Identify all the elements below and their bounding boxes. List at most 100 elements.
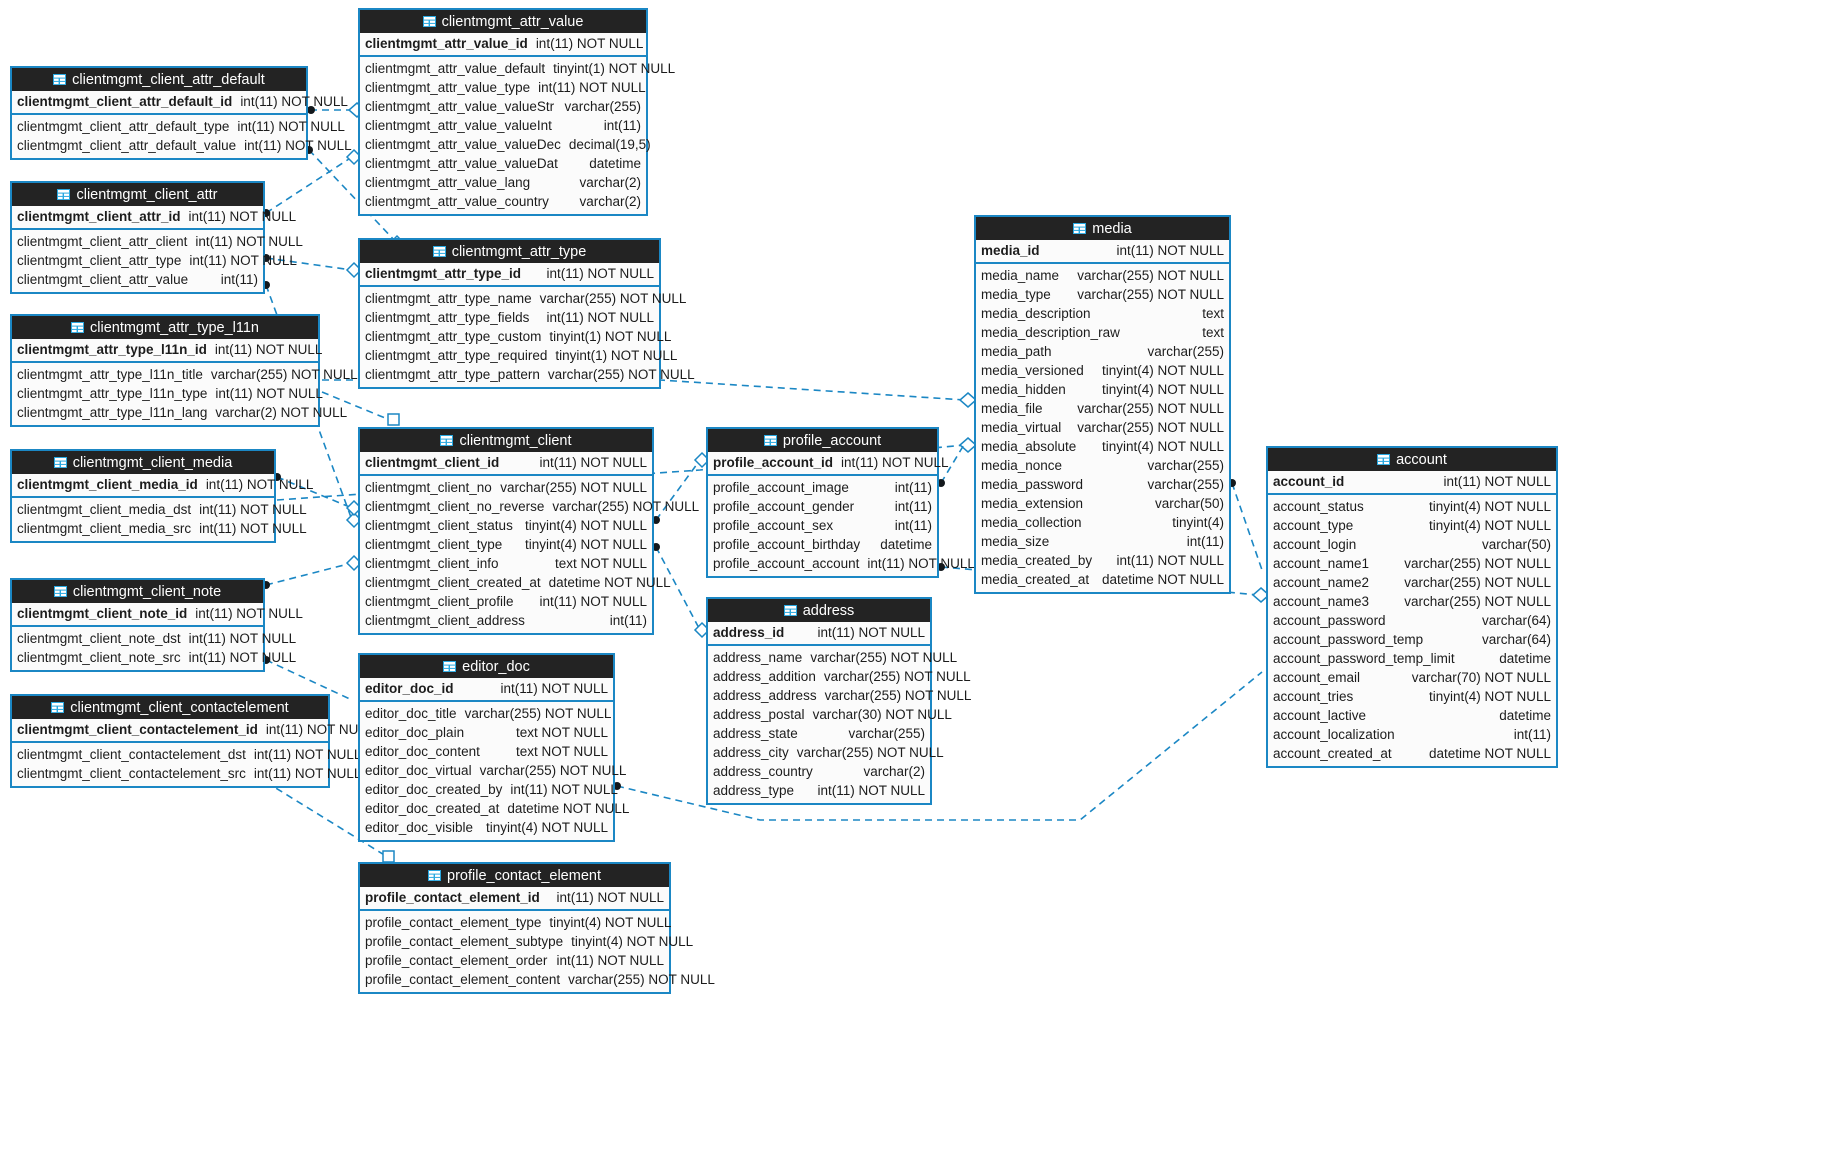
column-row[interactable]: media_sizeint(11) <box>976 532 1229 551</box>
entity-table-clientmgmt_client[interactable]: clientmgmt_clientclientmgmt_client_idint… <box>358 427 699 635</box>
primary-key-row[interactable]: clientmgmt_client_media_idint(11) NOT NU… <box>12 474 313 498</box>
column-row[interactable]: clientmgmt_attr_type_l11n_titlevarchar(2… <box>12 365 358 384</box>
column-row[interactable]: clientmgmt_attr_type_patternvarchar(255)… <box>360 365 695 384</box>
column-row[interactable]: media_description_rawtext <box>976 323 1229 342</box>
column-row[interactable]: clientmgmt_client_media_srcint(11) NOT N… <box>12 519 307 538</box>
column-row[interactable]: media_versionedtinyint(4) NOT NULL <box>976 361 1229 380</box>
column-row[interactable]: profile_account_birthdaydatetime <box>708 535 937 554</box>
column-row[interactable]: clientmgmt_attr_type_namevarchar(255) NO… <box>360 289 686 308</box>
column-row[interactable]: media_created_byint(11) NOT NULL <box>976 551 1229 570</box>
column-row[interactable]: clientmgmt_client_profileint(11) NOT NUL… <box>360 592 652 611</box>
column-row[interactable]: media_hiddentinyint(4) NOT NULL <box>976 380 1229 399</box>
entity-table-profile_account[interactable]: profile_accountprofile_account_idint(11)… <box>706 427 975 578</box>
column-row[interactable]: address_countryvarchar(2) <box>708 762 930 781</box>
entity-table-clientmgmt_client_attr[interactable]: clientmgmt_client_attrclientmgmt_client_… <box>10 181 303 294</box>
entity-table-clientmgmt_client_contactelement[interactable]: clientmgmt_client_contactelementclientmg… <box>10 694 373 788</box>
entity-table-media[interactable]: mediamedia_idint(11) NOT NULLmedia_namev… <box>974 215 1231 594</box>
column-row[interactable]: clientmgmt_client_novarchar(255) NOT NUL… <box>360 478 652 497</box>
primary-key-row[interactable]: profile_account_idint(11) NOT NULL <box>708 452 949 476</box>
column-row[interactable]: editor_doc_contenttext NOT NULL <box>360 742 613 761</box>
column-row[interactable]: clientmgmt_attr_value_langvarchar(2) <box>360 173 646 192</box>
column-row[interactable]: media_filevarchar(255) NOT NULL <box>976 399 1229 418</box>
primary-key-row[interactable]: clientmgmt_client_attr_idint(11) NOT NUL… <box>12 206 296 230</box>
column-row[interactable]: address_typeint(11) NOT NULL <box>708 781 930 800</box>
column-row[interactable]: media_typevarchar(255) NOT NULL <box>976 285 1229 304</box>
column-row[interactable]: media_absolutetinyint(4) NOT NULL <box>976 437 1229 456</box>
primary-key-row[interactable]: clientmgmt_client_note_idint(11) NOT NUL… <box>12 603 303 627</box>
column-row[interactable]: account_lactivedatetime <box>1268 706 1556 725</box>
column-row[interactable]: media_virtualvarchar(255) NOT NULL <box>976 418 1229 437</box>
column-row[interactable]: media_namevarchar(255) NOT NULL <box>976 266 1229 285</box>
column-row[interactable]: clientmgmt_client_contactelement_srcint(… <box>12 764 361 783</box>
column-row[interactable]: media_descriptiontext <box>976 304 1229 323</box>
primary-key-row[interactable]: clientmgmt_client_contactelement_idint(1… <box>12 719 373 743</box>
column-row[interactable]: media_collectiontinyint(4) <box>976 513 1229 532</box>
column-row[interactable]: address_namevarchar(255) NOT NULL <box>708 648 957 667</box>
entity-table-account[interactable]: accountaccount_idint(11) NOT NULLaccount… <box>1266 446 1558 768</box>
column-row[interactable]: account_name1varchar(255) NOT NULL <box>1268 554 1556 573</box>
column-row[interactable]: clientmgmt_client_attr_valueint(11) <box>12 270 263 289</box>
column-row[interactable]: clientmgmt_client_statustinyint(4) NOT N… <box>360 516 652 535</box>
column-row[interactable]: clientmgmt_client_typetinyint(4) NOT NUL… <box>360 535 652 554</box>
column-row[interactable]: editor_doc_titlevarchar(255) NOT NULL <box>360 704 613 723</box>
column-row[interactable]: clientmgmt_client_addressint(11) <box>360 611 652 630</box>
primary-key-row[interactable]: clientmgmt_attr_value_idint(11) NOT NULL <box>360 33 646 57</box>
column-row[interactable]: clientmgmt_attr_value_valueDatdatetime <box>360 154 646 173</box>
entity-table-editor_doc[interactable]: editor_doceditor_doc_idint(11) NOT NULLe… <box>358 653 629 842</box>
column-row[interactable]: editor_doc_created_atdatetime NOT NULL <box>360 799 629 818</box>
column-row[interactable]: media_extensionvarchar(50) <box>976 494 1229 513</box>
column-row[interactable]: profile_contact_element_contentvarchar(2… <box>360 970 715 989</box>
column-row[interactable]: address_addressvarchar(255) NOT NULL <box>708 686 971 705</box>
column-row[interactable]: account_name3varchar(255) NOT NULL <box>1268 592 1556 611</box>
entity-table-clientmgmt_client_media[interactable]: clientmgmt_client_mediaclientmgmt_client… <box>10 449 313 543</box>
primary-key-row[interactable]: profile_contact_element_idint(11) NOT NU… <box>360 887 669 911</box>
column-row[interactable]: clientmgmt_attr_type_requiredtinyint(1) … <box>360 346 677 365</box>
column-row[interactable]: clientmgmt_client_no_reversevarchar(255)… <box>360 497 699 516</box>
column-row[interactable]: clientmgmt_attr_value_valueStrvarchar(25… <box>360 97 646 116</box>
column-row[interactable]: address_cityvarchar(255) NOT NULL <box>708 743 944 762</box>
entity-table-clientmgmt_attr_value[interactable]: clientmgmt_attr_valueclientmgmt_attr_val… <box>358 8 675 216</box>
column-row[interactable]: profile_account_sexint(11) <box>708 516 937 535</box>
primary-key-row[interactable]: clientmgmt_attr_type_idint(11) NOT NULL <box>360 263 659 287</box>
column-row[interactable]: clientmgmt_attr_type_fieldsint(11) NOT N… <box>360 308 659 327</box>
column-row[interactable]: clientmgmt_client_attr_default_typeint(1… <box>12 117 345 136</box>
entity-table-clientmgmt_client_attr_default[interactable]: clientmgmt_client_attr_defaultclientmgmt… <box>10 66 352 160</box>
column-row[interactable]: clientmgmt_attr_value_countryvarchar(2) <box>360 192 646 211</box>
column-row[interactable]: editor_doc_virtualvarchar(255) NOT NULL <box>360 761 626 780</box>
column-row[interactable]: address_postalvarchar(30) NOT NULL <box>708 705 952 724</box>
column-row[interactable]: clientmgmt_client_attr_default_valueint(… <box>12 136 352 155</box>
column-row[interactable]: clientmgmt_client_created_atdatetime NOT… <box>360 573 671 592</box>
column-row[interactable]: clientmgmt_client_note_srcint(11) NOT NU… <box>12 648 296 667</box>
column-row[interactable]: media_pathvarchar(255) <box>976 342 1229 361</box>
column-row[interactable]: clientmgmt_client_attr_typeint(11) NOT N… <box>12 251 297 270</box>
column-row[interactable]: account_created_atdatetime NOT NULL <box>1268 744 1556 763</box>
column-row[interactable]: account_localizationint(11) <box>1268 725 1556 744</box>
column-row[interactable]: account_loginvarchar(50) <box>1268 535 1556 554</box>
column-row[interactable]: profile_account_imageint(11) <box>708 478 937 497</box>
column-row[interactable]: profile_contact_element_typetinyint(4) N… <box>360 913 671 932</box>
column-row[interactable]: address_additionvarchar(255) NOT NULL <box>708 667 971 686</box>
primary-key-row[interactable]: media_idint(11) NOT NULL <box>976 240 1229 264</box>
column-row[interactable]: clientmgmt_client_note_dstint(11) NOT NU… <box>12 629 296 648</box>
column-row[interactable]: media_created_atdatetime NOT NULL <box>976 570 1229 589</box>
column-row[interactable]: address_statevarchar(255) <box>708 724 930 743</box>
entity-table-address[interactable]: addressaddress_idint(11) NOT NULLaddress… <box>706 597 971 805</box>
primary-key-row[interactable]: clientmgmt_attr_type_l11n_idint(11) NOT … <box>12 339 322 363</box>
column-row[interactable]: clientmgmt_attr_type_customtinyint(1) NO… <box>360 327 671 346</box>
entity-table-clientmgmt_client_note[interactable]: clientmgmt_client_noteclientmgmt_client_… <box>10 578 303 672</box>
column-row[interactable]: account_name2varchar(255) NOT NULL <box>1268 573 1556 592</box>
column-row[interactable]: profile_account_accountint(11) NOT NULL <box>708 554 975 573</box>
column-row[interactable]: account_emailvarchar(70) NOT NULL <box>1268 668 1556 687</box>
column-row[interactable]: profile_contact_element_orderint(11) NOT… <box>360 951 669 970</box>
column-row[interactable]: profile_contact_element_subtypetinyint(4… <box>360 932 693 951</box>
column-row[interactable]: editor_doc_created_byint(11) NOT NULL <box>360 780 618 799</box>
column-row[interactable]: account_triestinyint(4) NOT NULL <box>1268 687 1556 706</box>
entity-table-clientmgmt_attr_type_l11n[interactable]: clientmgmt_attr_type_l11nclientmgmt_attr… <box>10 314 358 427</box>
column-row[interactable]: clientmgmt_attr_value_defaulttinyint(1) … <box>360 59 675 78</box>
column-row[interactable]: media_noncevarchar(255) <box>976 456 1229 475</box>
column-row[interactable]: clientmgmt_attr_value_valueDecdecimal(19… <box>360 135 651 154</box>
primary-key-row[interactable]: clientmgmt_client_idint(11) NOT NULL <box>360 452 652 476</box>
column-row[interactable]: editor_doc_visibletinyint(4) NOT NULL <box>360 818 613 837</box>
column-row[interactable]: clientmgmt_attr_type_l11n_langvarchar(2)… <box>12 403 347 422</box>
column-row[interactable]: clientmgmt_attr_value_valueIntint(11) <box>360 116 646 135</box>
